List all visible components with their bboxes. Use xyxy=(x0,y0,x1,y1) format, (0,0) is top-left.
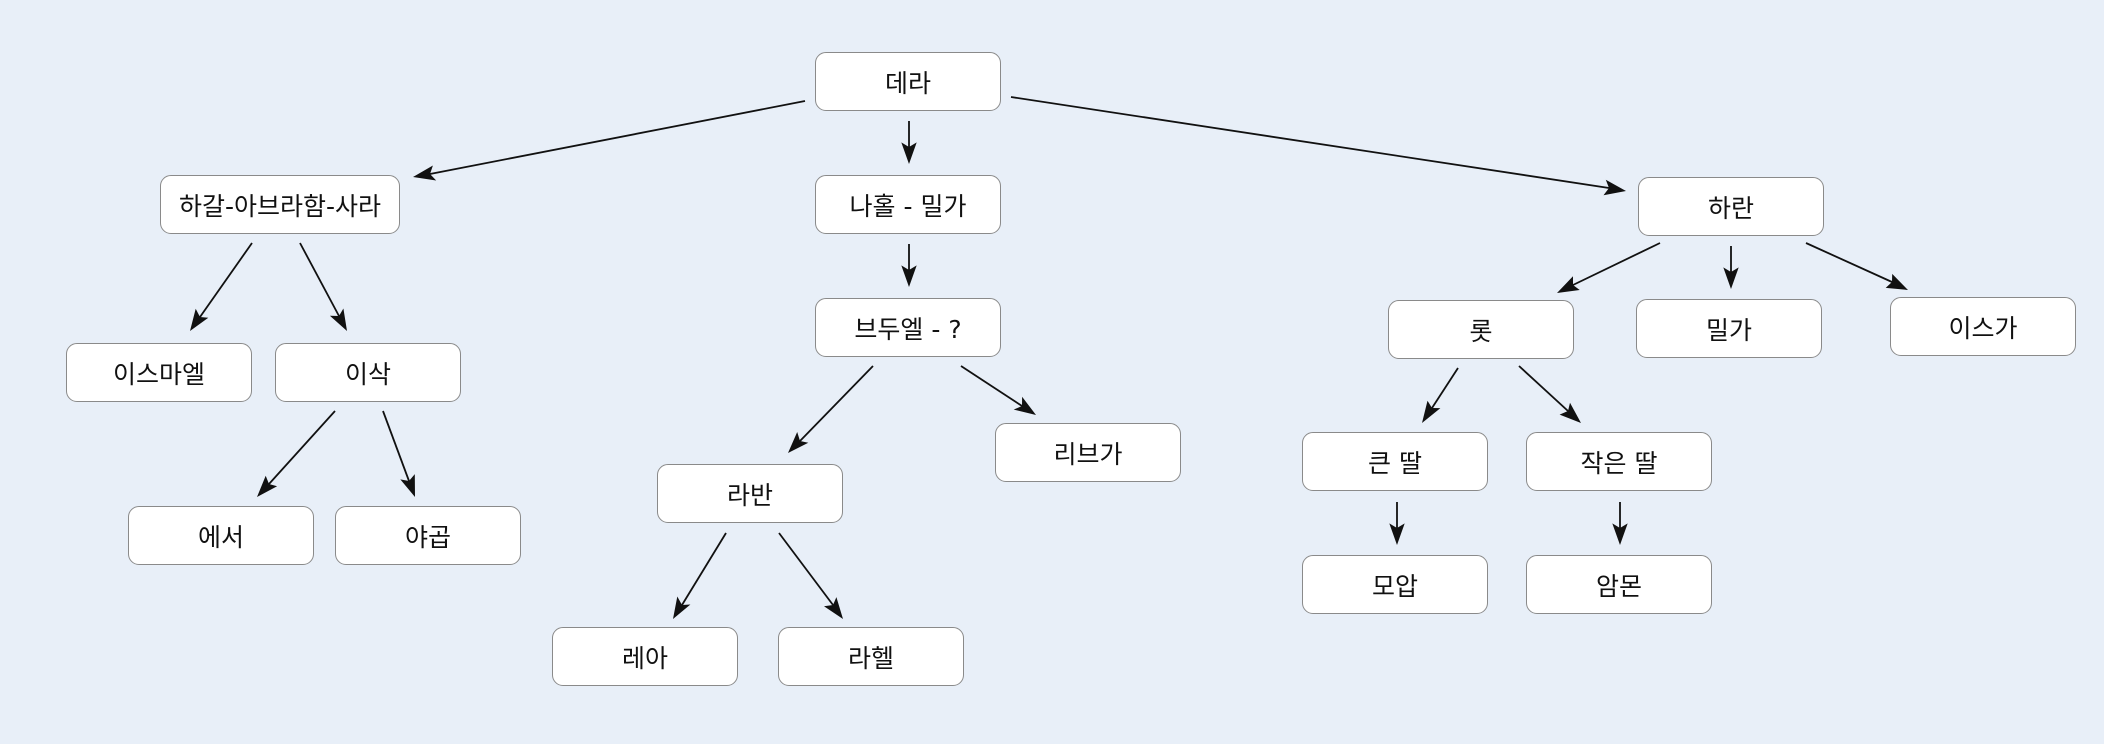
node-moab[interactable]: 모압 xyxy=(1302,555,1488,614)
node-dera[interactable]: 데라 xyxy=(815,52,1001,111)
node-rachel[interactable]: 라헬 xyxy=(778,627,964,686)
node-isaac[interactable]: 이삭 xyxy=(275,343,461,402)
edge-laban-rachel xyxy=(778,532,843,619)
edge-isaac-esau xyxy=(257,410,336,497)
edge-younger-ammon xyxy=(1612,502,1628,545)
edge-lot-elder xyxy=(1422,367,1459,423)
edge-laban-leah xyxy=(673,532,727,619)
edge-haran-lot xyxy=(1557,242,1661,293)
node-hagar-abraham-sarah[interactable]: 하갈-아브라함-사라 xyxy=(160,175,400,234)
edge-dera-hagar xyxy=(413,100,806,181)
node-haran[interactable]: 하란 xyxy=(1638,177,1824,236)
node-rebekah[interactable]: 리브가 xyxy=(995,423,1181,482)
node-elder-daughter[interactable]: 큰 딸 xyxy=(1302,432,1488,491)
node-iscah[interactable]: 이스가 xyxy=(1890,297,2076,356)
edge-isaac-jacob xyxy=(382,410,415,497)
node-leah[interactable]: 레아 xyxy=(552,627,738,686)
node-bethuel[interactable]: 브두엘 - ? xyxy=(815,298,1001,357)
node-nahor-milcah[interactable]: 나홀 - 밀가 xyxy=(815,175,1001,234)
node-esau[interactable]: 에서 xyxy=(128,506,314,565)
edge-haran-milcah xyxy=(1723,246,1739,289)
edge-haran-iscah xyxy=(1805,242,1908,290)
node-jacob[interactable]: 야곱 xyxy=(335,506,521,565)
node-laban[interactable]: 라반 xyxy=(657,464,843,523)
edge-dera-haran xyxy=(1010,96,1626,196)
node-younger-daughter[interactable]: 작은 딸 xyxy=(1526,432,1712,491)
edge-bethuel-rebekah xyxy=(960,365,1036,415)
edge-bethuel-laban xyxy=(788,365,874,453)
node-ammon[interactable]: 암몬 xyxy=(1526,555,1712,614)
edge-elder-moab xyxy=(1389,502,1405,545)
edge-lot-younger xyxy=(1518,365,1581,423)
edge-dera-nahor xyxy=(901,121,917,164)
edge-hagar-ishmael xyxy=(190,242,253,331)
edge-nahor-bethuel xyxy=(901,244,917,287)
node-milcah[interactable]: 밀가 xyxy=(1636,299,1822,358)
node-ishmael[interactable]: 이스마엘 xyxy=(66,343,252,402)
edge-hagar-isaac xyxy=(299,242,347,331)
node-lot[interactable]: 롯 xyxy=(1388,300,1574,359)
